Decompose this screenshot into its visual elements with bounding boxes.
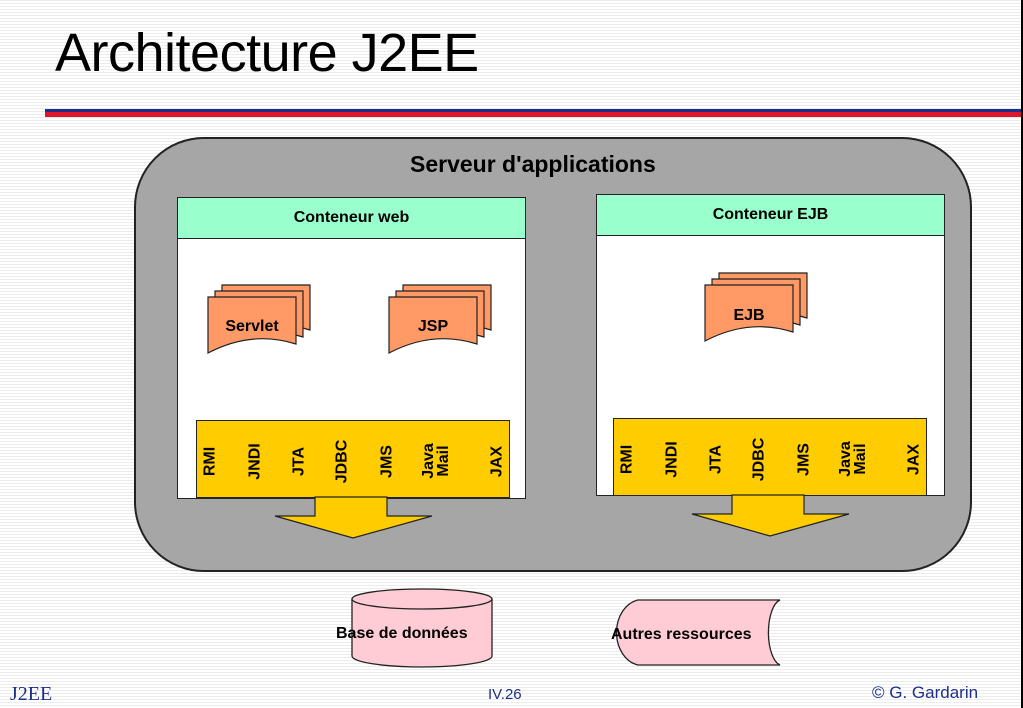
- title-underline: [45, 109, 1023, 118]
- slide-edge: [1021, 0, 1023, 708]
- web-services-bar: [196, 420, 510, 498]
- application-server-title: Serveur d'applications: [410, 151, 656, 177]
- service-label-jms: JMS: [795, 442, 813, 476]
- database-cylinder-icon: [351, 588, 493, 668]
- service-label-jdbc: JDBC: [750, 437, 768, 481]
- ejb-document-stack: [704, 272, 808, 342]
- footer-course: J2EE: [10, 683, 53, 705]
- other-resources-label: Autres ressources: [611, 626, 752, 643]
- service-label-rmi: RMI: [618, 444, 636, 474]
- service-label-jdbc: JDBC: [333, 439, 351, 483]
- servlet-label: Servlet: [225, 318, 279, 335]
- footer-author: © G. Gardarin: [872, 683, 979, 702]
- ejb-container-title: Conteneur EJB: [597, 195, 944, 236]
- service-label-jms: JMS: [378, 444, 396, 478]
- service-label-jta: JTA: [707, 444, 725, 474]
- service-label-jax: JAX: [488, 445, 506, 477]
- service-label-jndi: JNDI: [246, 442, 264, 480]
- database-label: Base de données: [336, 625, 468, 642]
- jsp-document-stack: [388, 284, 492, 354]
- service-label-jndi: JNDI: [663, 440, 681, 478]
- web-output-arrow: [274, 496, 433, 539]
- footer-page-number: IV.26: [488, 686, 522, 703]
- ejb-services-bar: [613, 418, 927, 496]
- servlet-document-stack: [207, 284, 311, 354]
- service-label-jax: JAX: [905, 443, 923, 475]
- web-container-title: Conteneur web: [178, 198, 525, 239]
- slide-title: Architecture J2EE: [55, 23, 479, 83]
- jsp-label: JSP: [417, 318, 449, 335]
- service-label-jta: JTA: [290, 446, 308, 476]
- service-label-rmi: RMI: [201, 446, 219, 476]
- ejb-label: EJB: [733, 307, 765, 324]
- ejb-output-arrow: [691, 494, 850, 537]
- other-resources-icon: [615, 599, 781, 666]
